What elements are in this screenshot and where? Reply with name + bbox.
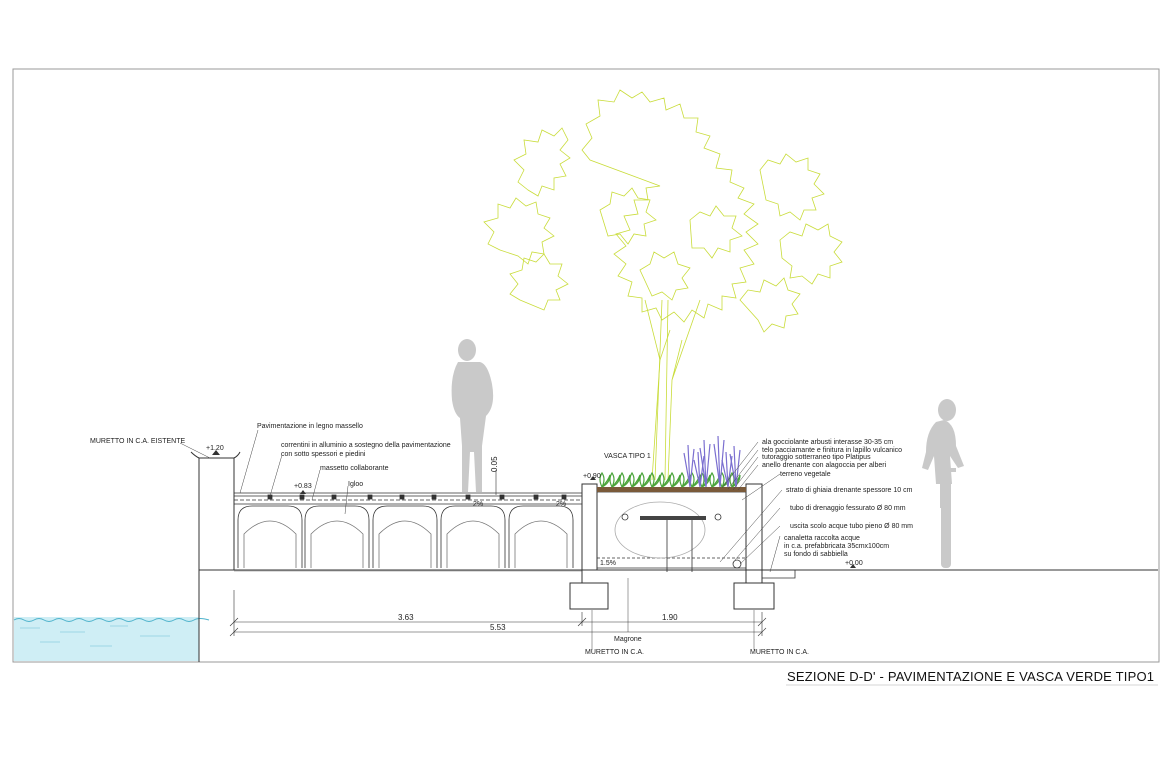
shrub	[599, 471, 611, 488]
lavender-plant	[721, 451, 733, 488]
label-tutoraggio: tutoraggio sotterraneo tipo Platipus	[762, 454, 871, 461]
label-ala: ala gocciolante arbusti interasse 30-35 …	[762, 439, 893, 446]
ground-line	[199, 569, 1158, 572]
label-terreno: terreno vegetale	[780, 471, 831, 478]
lavender-plant	[693, 451, 705, 488]
label-magrone: Magrone	[614, 636, 642, 643]
label-canaletta-1: canaletta raccolta acque	[784, 535, 860, 542]
label-tubo: tubo di drenaggio fessurato Ø 80 mm	[790, 505, 906, 512]
igloo-arch	[514, 520, 568, 568]
shrub	[609, 471, 621, 488]
level-000: +0.00	[845, 560, 863, 567]
igloo-module	[237, 505, 303, 568]
label-canaletta-3: su fondo di sabbiella	[784, 551, 848, 558]
level-120: +1.20	[206, 445, 224, 452]
igloo-module	[304, 505, 370, 568]
soil-layer	[597, 487, 746, 492]
planter-right-wall	[733, 483, 775, 610]
dim-190: 1.90	[662, 613, 678, 622]
dimension-lines	[229, 470, 767, 637]
leader-lines	[179, 429, 783, 650]
igloo-module	[372, 505, 438, 568]
shrub	[659, 471, 671, 488]
slope-a: 2%	[473, 501, 483, 508]
level-083: +0.83	[294, 483, 312, 490]
planter-left-wall	[569, 483, 609, 610]
tree	[483, 89, 843, 481]
igloo-arch	[378, 520, 432, 568]
lavender-plant	[683, 444, 695, 488]
label-ghiaia: strato di ghiaia drenante spessore 10 cm	[786, 487, 913, 494]
dim-363: 3.63	[398, 613, 414, 622]
igloo-arch	[446, 520, 500, 568]
label-igloo: Igloo	[348, 481, 363, 488]
level-markers	[212, 450, 856, 568]
shrub	[619, 471, 631, 488]
label-correntini-1: correntini in alluminio a sostegno della…	[281, 442, 451, 449]
shrub	[699, 471, 711, 488]
shrub	[649, 471, 661, 488]
drawing-frame	[12, 68, 1160, 663]
level-090: +0.90	[583, 473, 601, 480]
shrub	[629, 471, 641, 488]
lavender-plant	[713, 435, 725, 488]
existing-wall	[190, 451, 241, 662]
shrub	[639, 471, 651, 488]
igloo-arch	[243, 520, 297, 568]
cyclist-silhouette	[922, 399, 964, 568]
label-canaletta-2: in c.a. prefabbricata 35cmx100cm	[784, 543, 889, 550]
shrub	[669, 471, 681, 488]
igloo-arch	[310, 520, 364, 568]
dim-553: 5.53	[490, 623, 506, 632]
drawing-title: SEZIONE D-D' - PAVIMENTAZIONE E VASCA VE…	[787, 669, 1154, 684]
label-correntini-2: con sotto spessori e piedini	[281, 451, 366, 458]
planter-interior	[597, 491, 796, 579]
label-pavimentazione: Pavimentazione in legno massello	[257, 423, 363, 430]
water	[13, 617, 210, 661]
label-muretto-ca-2: MURETTO IN C.A.	[750, 649, 809, 656]
slope-b: 2%	[556, 501, 566, 508]
slope-c: 1.5%	[600, 560, 616, 567]
paving-deck	[234, 492, 582, 505]
shrub	[729, 471, 741, 488]
label-massetto: massetto collaborante	[320, 465, 389, 472]
person-silhouette	[451, 339, 494, 492]
label-vasca: VASCA TIPO 1	[604, 453, 651, 460]
shrub-plants	[599, 435, 741, 488]
igloo-module	[508, 505, 574, 568]
label-uscita: uscita scolo acque tubo pieno Ø 80 mm	[790, 523, 913, 530]
label-telo: telo pacciamante e finitura in lapillo v…	[762, 447, 902, 454]
igloo-modules	[237, 505, 574, 568]
dim-005: 0.05	[490, 456, 499, 472]
label-muretto-esistente: MURETTO IN C.A. EISTENTE	[90, 438, 185, 445]
label-anello: anello drenante con alagoccia per alberi	[762, 462, 887, 469]
label-muretto-ca-1: MURETTO IN C.A.	[585, 649, 644, 656]
igloo-module	[440, 505, 506, 568]
